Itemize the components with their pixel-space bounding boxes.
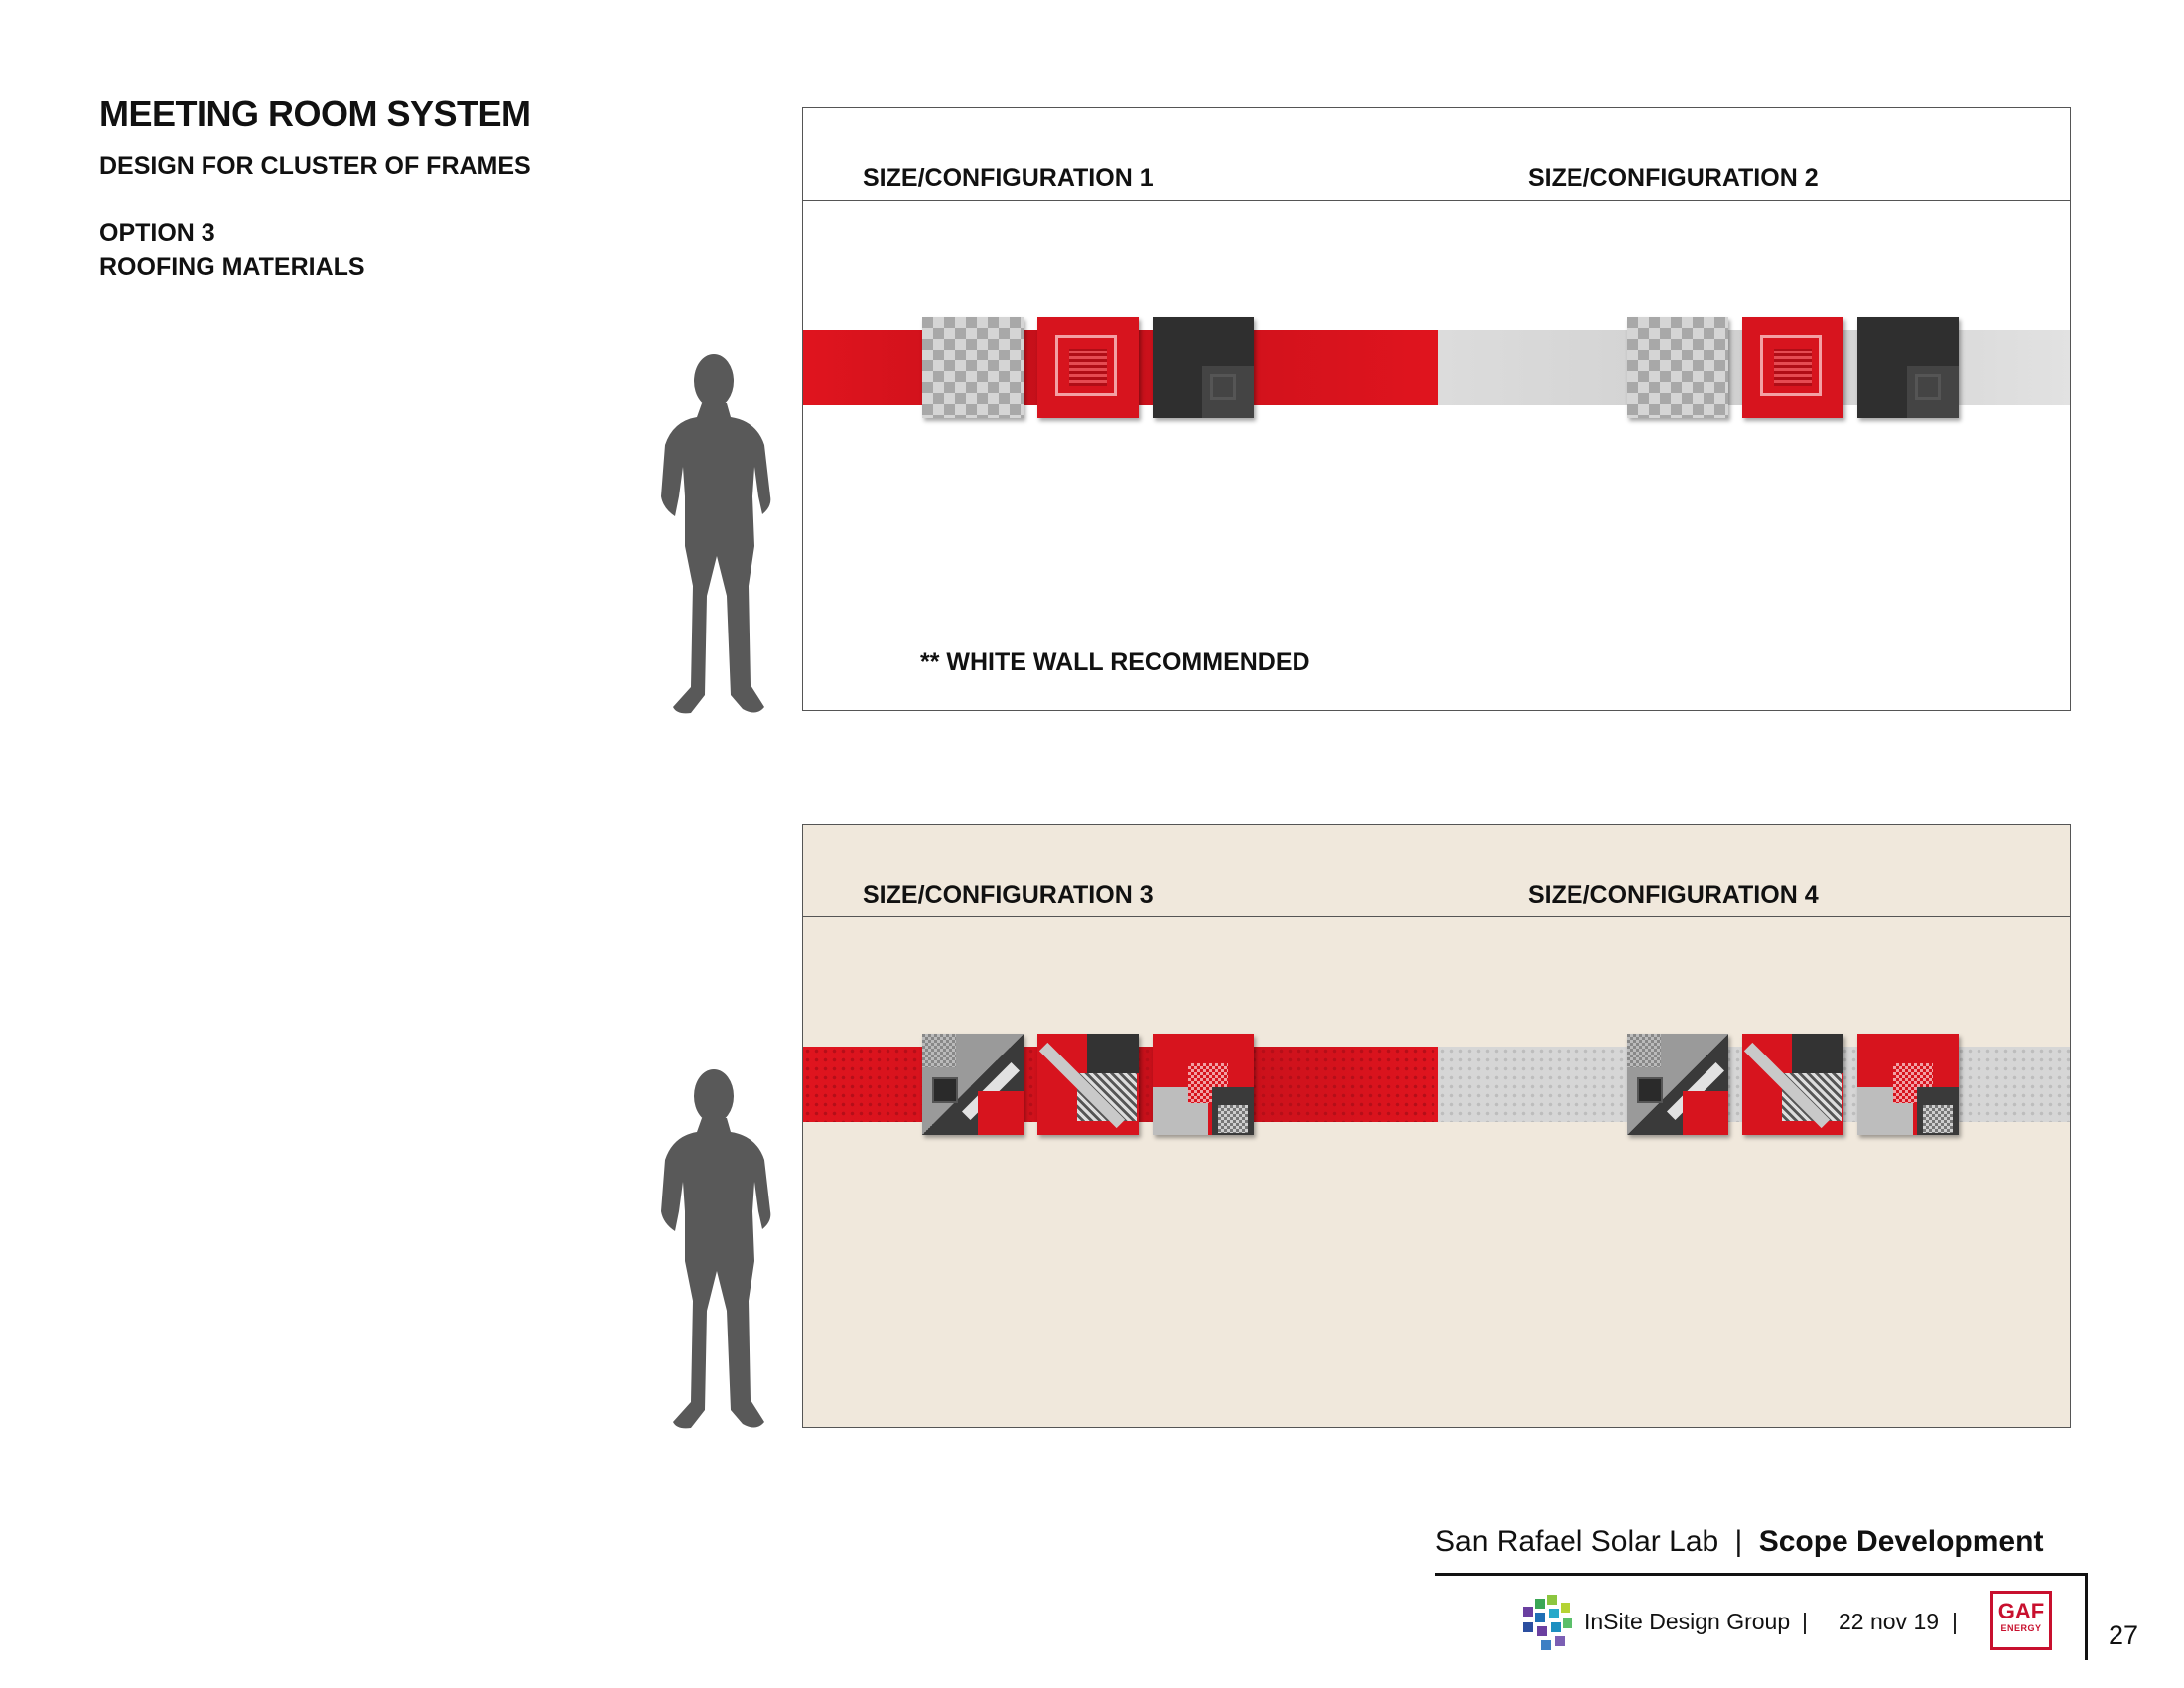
- project-phase: Scope Development: [1758, 1525, 2044, 1558]
- red-silver-block-tile: [1153, 1034, 1254, 1135]
- materials-label: ROOFING MATERIALS: [99, 253, 365, 281]
- issue-date: 22 nov 19: [1839, 1609, 1940, 1634]
- option-label: OPTION 3: [99, 219, 215, 247]
- red-grid-tile: [1742, 317, 1843, 418]
- meta-separator: |: [1952, 1609, 1958, 1634]
- header-divider: [803, 916, 2070, 917]
- configuration-panel-white-wall: SIZE/CONFIGURATION 1 SIZE/CONFIGURATION …: [802, 107, 2071, 711]
- footer-rule: [1435, 1573, 2087, 1576]
- red-grid-tile: [1037, 317, 1139, 418]
- company-name: InSite Design Group: [1584, 1609, 1791, 1634]
- footer-vertical-rule: [2085, 1573, 2088, 1660]
- header-divider: [803, 200, 2070, 201]
- silver-mosaic-tile: [1627, 317, 1728, 418]
- red-silver-block-tile: [1857, 1034, 1959, 1135]
- person-silhouette-bottom: [661, 1069, 771, 1429]
- meta-separator: |: [1802, 1609, 1808, 1634]
- page-subtitle: DESIGN FOR CLUSTER OF FRAMES: [99, 152, 531, 180]
- gaf-logo-subtext: ENERGY: [2000, 1623, 2042, 1633]
- dark-slate-tile: [1153, 317, 1254, 418]
- configuration-panel-beige-wall: SIZE/CONFIGURATION 3 SIZE/CONFIGURATION …: [802, 824, 2071, 1428]
- title-separator: |: [1734, 1525, 1743, 1558]
- red-stripe-tile: [1742, 1034, 1843, 1135]
- grey-diagonal-tile: [1627, 1034, 1728, 1135]
- project-name: San Rafael Solar Lab: [1435, 1525, 1719, 1558]
- silver-mosaic-tile: [922, 317, 1024, 418]
- insite-cube-logo-icon: [1523, 1595, 1572, 1650]
- page-title: MEETING ROOM SYSTEM: [99, 93, 531, 134]
- gaf-logo-text: GAF: [1997, 1599, 2045, 1623]
- person-silhouette-top: [661, 354, 771, 714]
- page-number: 27: [2109, 1620, 2139, 1650]
- configuration-4-label: SIZE/CONFIGURATION 4: [1528, 881, 1819, 909]
- wall-note: ** WHITE WALL RECOMMENDED: [920, 648, 1310, 676]
- grey-diagonal-tile: [922, 1034, 1024, 1135]
- configuration-3-label: SIZE/CONFIGURATION 3: [863, 881, 1154, 909]
- dark-slate-tile: [1857, 317, 1959, 418]
- gaf-energy-logo: GAF ENERGY: [1990, 1591, 2052, 1650]
- red-stripe-tile: [1037, 1034, 1139, 1135]
- configuration-1-label: SIZE/CONFIGURATION 1: [863, 164, 1154, 192]
- footer-title: San Rafael Solar Lab | Scope Development: [1435, 1525, 2043, 1559]
- configuration-2-label: SIZE/CONFIGURATION 2: [1528, 164, 1819, 192]
